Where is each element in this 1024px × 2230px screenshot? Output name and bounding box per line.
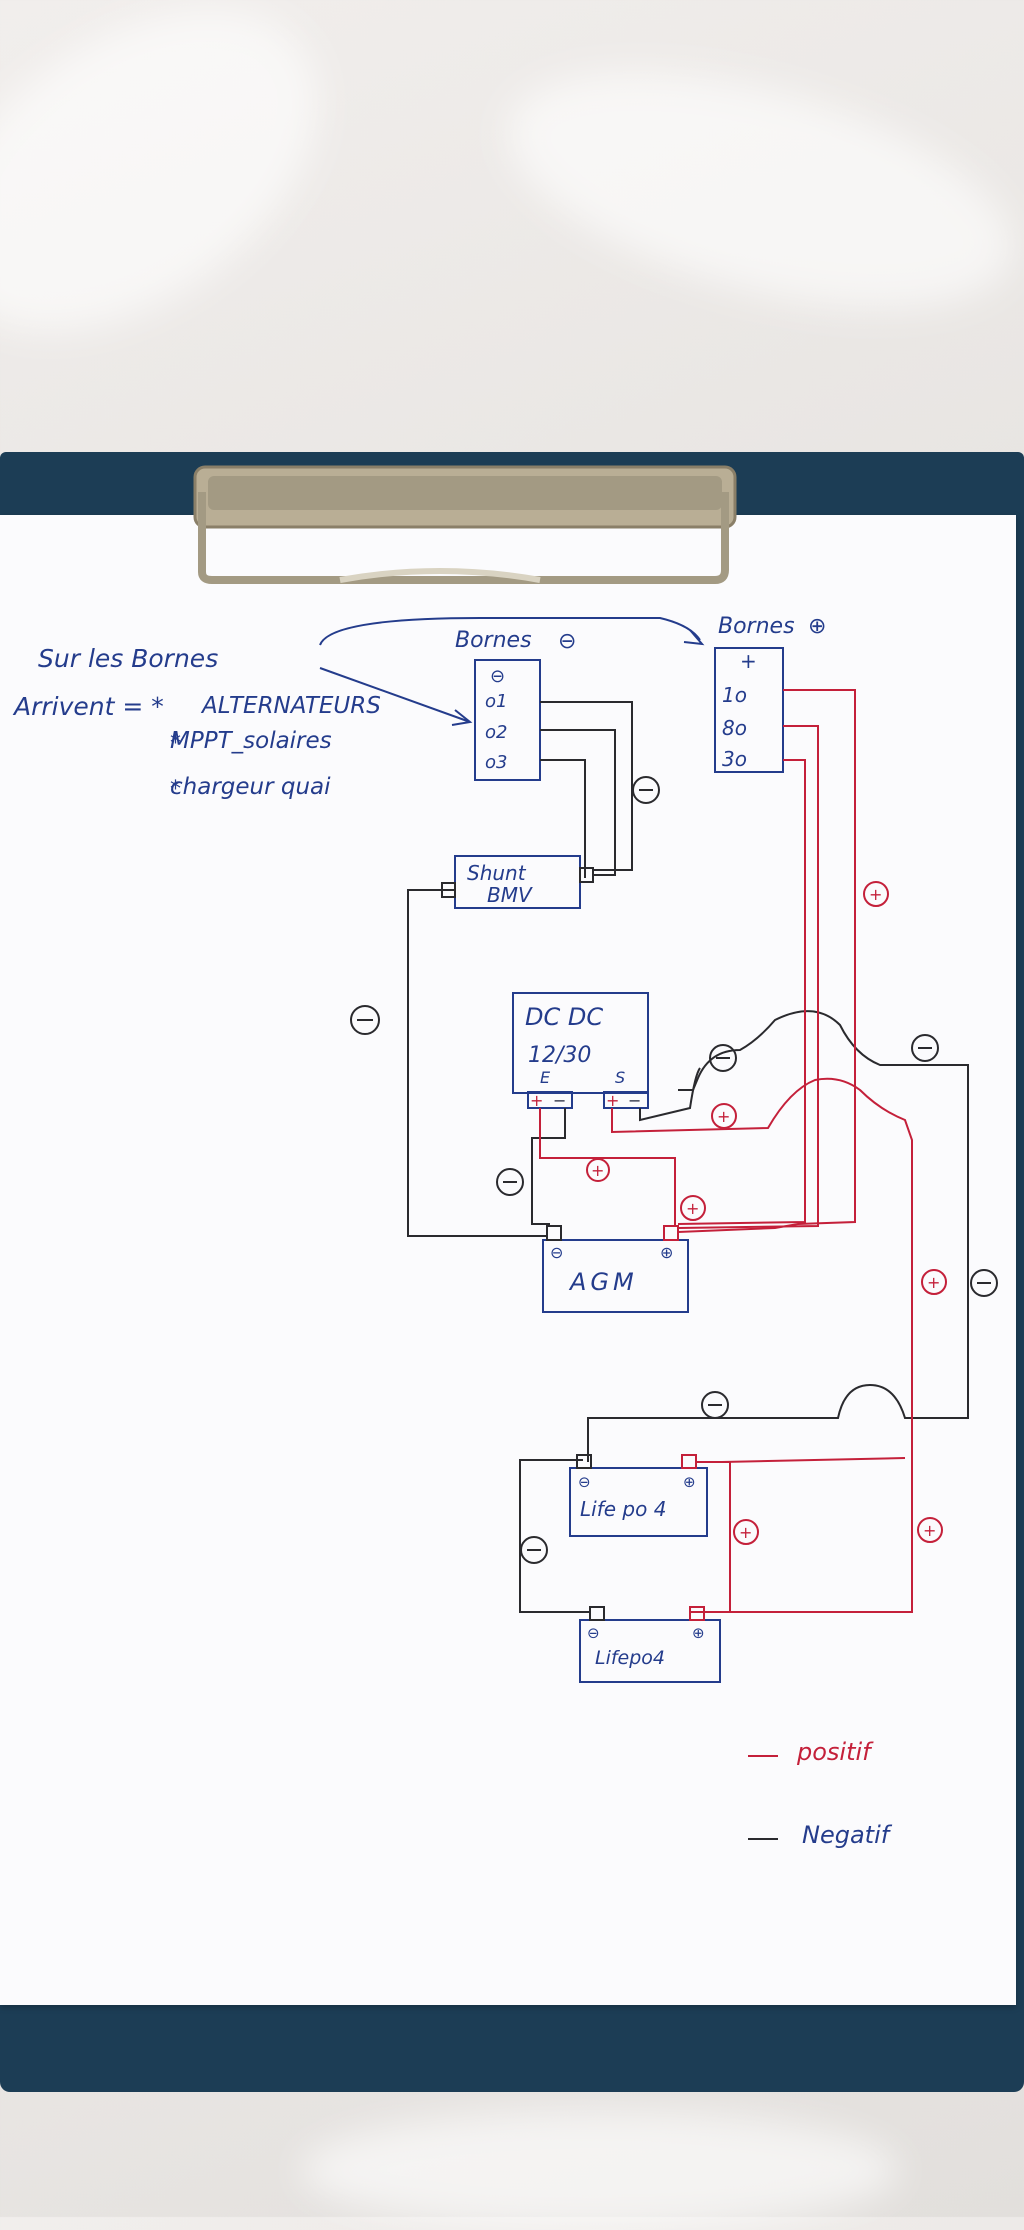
legend-negative-label: Negatif	[802, 1821, 893, 1849]
svg-text:+: +	[686, 1199, 699, 1218]
minus-icon: −	[628, 1091, 641, 1110]
terminal-neg-row: o3	[485, 752, 507, 773]
dcdc-label: DC DC	[525, 1003, 603, 1031]
plus-icon: ⊕	[660, 1243, 673, 1262]
plus-icon: ⊕	[692, 1624, 705, 1642]
dcdc-box	[512, 992, 649, 1094]
lifepo-bottom-battery	[579, 1619, 721, 1683]
terminal-pos-row: 8o	[722, 716, 747, 740]
legend-positive-label: positif	[796, 1738, 874, 1766]
dcdc-output: S	[615, 1068, 625, 1087]
arrow-icon	[683, 629, 705, 646]
terminals-positive-block	[714, 647, 784, 773]
plus-icon: ⊕	[683, 1473, 696, 1491]
lifepo-top-label: Life po 4	[580, 1497, 666, 1521]
svg-text:+: +	[591, 1161, 604, 1180]
note-item-mppt: MPPT_solaires	[170, 728, 332, 754]
terminals-positive-symbol: ⊕	[808, 614, 826, 639]
terminals-positive-title: Bornes	[718, 614, 795, 639]
svg-text:+: +	[869, 885, 882, 904]
dcdc-input: E	[540, 1068, 551, 1087]
minus-icon: ⊖	[550, 1243, 563, 1262]
plus-symbols: + + + + + + +	[586, 881, 947, 1545]
terminals-negative-symbol: ⊖	[558, 629, 576, 654]
agm-label: AGM	[568, 1268, 638, 1296]
terminal-neg-row: o2	[485, 722, 507, 743]
terminal-pos-row: 1o	[722, 683, 747, 707]
svg-text:+: +	[927, 1273, 940, 1292]
agm-battery	[542, 1239, 689, 1313]
note-item-alternateurs: ALTERNATEURS	[200, 693, 381, 719]
minus-icon: ⊖	[578, 1473, 591, 1491]
terminals-negative-title: Bornes	[455, 628, 532, 653]
lifepo-top-battery	[569, 1467, 708, 1537]
plus-icon: +	[530, 1091, 543, 1110]
arrow-icon	[451, 709, 473, 726]
note-item-chargeur: chargeur quai	[170, 774, 331, 800]
bullet-star-icon: *	[170, 777, 181, 802]
paper-sheet	[0, 515, 1016, 2005]
terminal-pos-row: +	[740, 649, 757, 673]
terminals-negative-block	[474, 659, 541, 781]
svg-text:+: +	[717, 1107, 730, 1126]
sheet-fold	[300, 2110, 900, 2230]
terminal-pos-row: 3o	[722, 747, 747, 771]
plus-icon: +	[606, 1091, 619, 1110]
minus-icon: −	[553, 1091, 566, 1110]
minus-icon: ⊖	[587, 1624, 600, 1642]
shunt-label: Shunt	[467, 861, 527, 885]
lifepo-bottom-label: Lifepo4	[595, 1647, 665, 1669]
shunt-sublabel: BMV	[487, 883, 533, 907]
svg-text:+: +	[739, 1523, 752, 1542]
note-line2: Arrivent = *	[12, 692, 164, 721]
minus-symbols	[350, 776, 998, 1564]
svg-text:+: +	[923, 1521, 936, 1540]
bullet-star-icon: *	[170, 731, 181, 756]
clipboard-clip[interactable]	[190, 462, 740, 587]
note-line1: Sur les Bornes	[38, 644, 218, 673]
terminal-neg-row: o1	[485, 691, 507, 712]
positive-wires	[539, 689, 913, 1613]
dcdc-ratio: 12/30	[528, 1043, 591, 1068]
terminal-neg-row: ⊖	[490, 666, 505, 687]
